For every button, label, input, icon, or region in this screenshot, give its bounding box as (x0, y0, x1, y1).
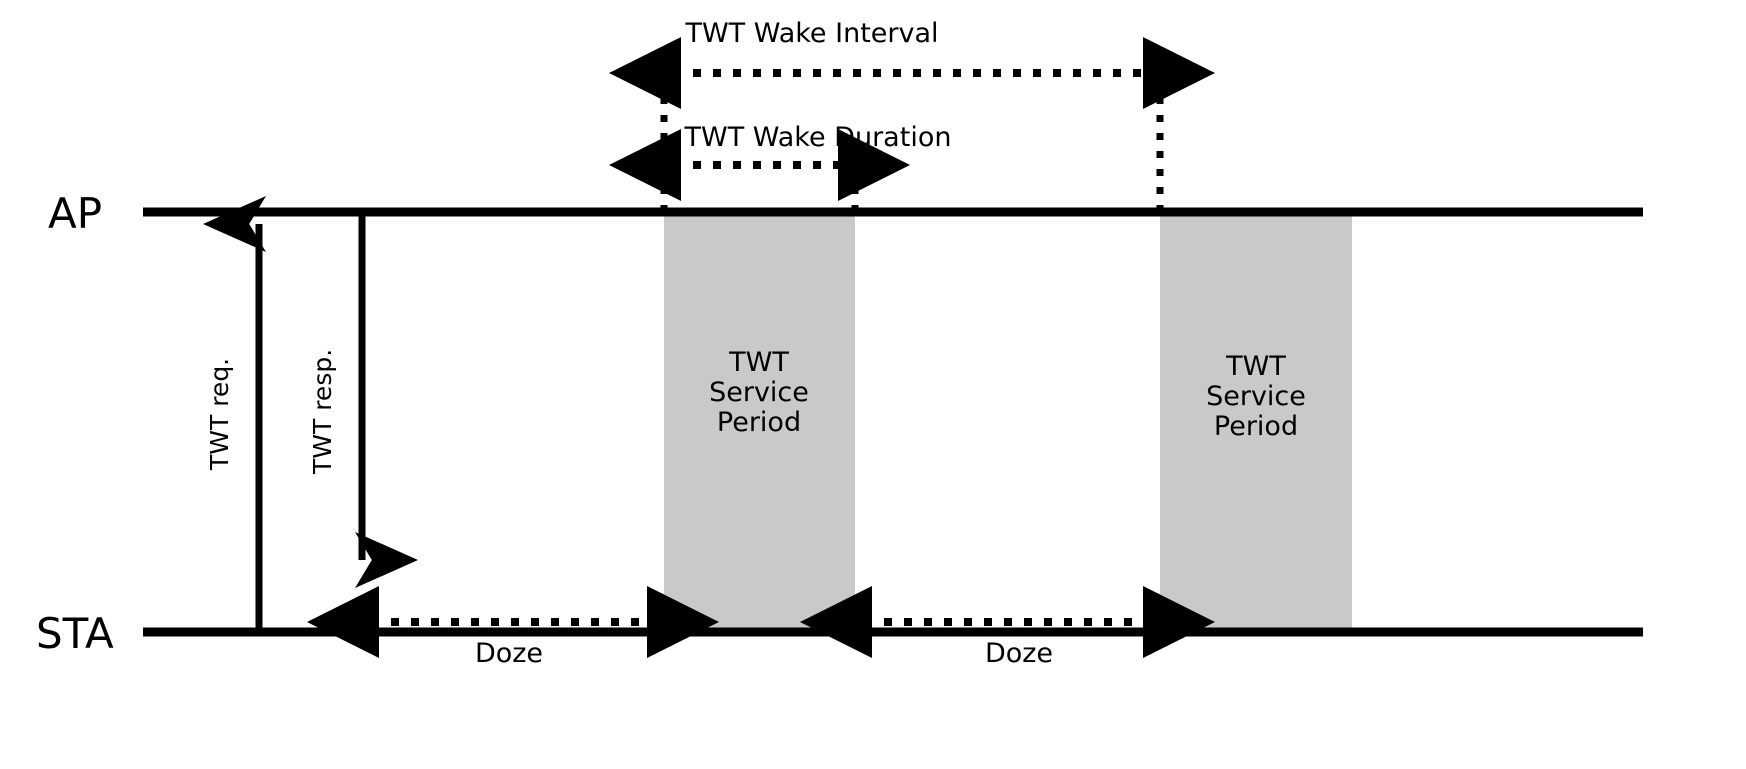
service-period-2-fill (1160, 216, 1352, 628)
service-period-2-caption: TWT Service Period (1206, 351, 1306, 442)
doze-1-label: Doze (475, 638, 543, 669)
service-period-2-line-3: Period (1214, 411, 1298, 442)
service-period-1-line-1: TWT (728, 347, 789, 378)
twt-wake-duration-label: TWT Wake Duration (684, 122, 952, 153)
service-period-1-fill (664, 216, 855, 628)
doze-2-group: Doze (800, 586, 1215, 669)
service-period-1-line-3: Period (717, 407, 801, 438)
twt-req-arrow-group: TWT req. (203, 196, 266, 632)
twt-resp-arrow-group: TWT resp. (308, 212, 418, 588)
doze-1-group: Doze (307, 586, 719, 669)
sta-label: STA (36, 609, 114, 658)
twt-wake-interval-group: TWT Wake Interval (609, 18, 1215, 212)
service-period-2-line-2: Service (1206, 381, 1306, 412)
service-period-1-caption: TWT Service Period (709, 347, 809, 438)
twt-wake-interval-label: TWT Wake Interval (684, 18, 938, 49)
twt-wake-duration-group: TWT Wake Duration (609, 122, 952, 212)
doze-2-label: Doze (985, 638, 1053, 669)
twt-resp-label: TWT resp. (308, 349, 337, 475)
service-period-regions (664, 216, 1352, 628)
service-period-2-line-1: TWT (1225, 351, 1286, 382)
ap-label: AP (48, 189, 102, 238)
service-period-1-line-2: Service (709, 377, 809, 408)
twt-req-label: TWT req. (205, 358, 234, 471)
timelines (143, 207, 1643, 637)
